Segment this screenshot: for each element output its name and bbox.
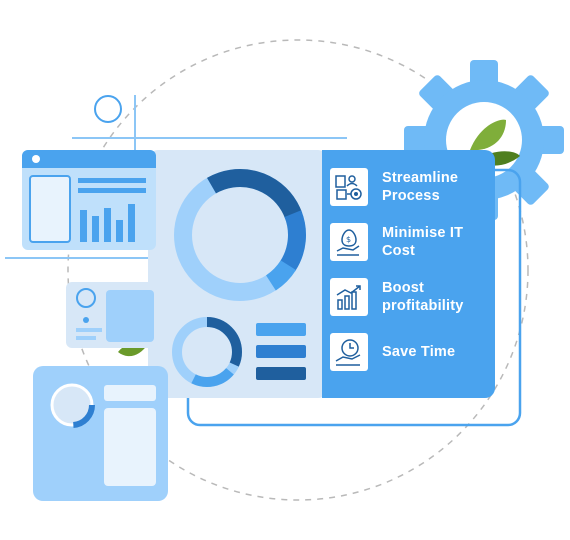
- clock-hand-icon: [330, 333, 368, 371]
- donut-chart-small: [172, 317, 242, 387]
- profile-card: [66, 282, 158, 348]
- browser-card: [22, 150, 156, 250]
- decor-ring: [94, 95, 122, 123]
- feature-item-streamline: Streamline Process: [330, 168, 490, 206]
- svg-text:$: $: [346, 235, 351, 244]
- money-hand-icon: $: [330, 223, 368, 261]
- growth-chart-icon: [330, 278, 368, 316]
- feature-label: Boost profitability: [382, 280, 464, 314]
- legend-bar: [256, 323, 306, 336]
- feature-item-profit: Boost profitability: [330, 278, 490, 316]
- feature-label: Minimise IT Cost: [382, 225, 464, 259]
- dashed-orbit: [67, 39, 529, 501]
- donut-chart-large: [174, 169, 306, 301]
- feature-item-cost: $ Minimise IT Cost: [330, 223, 490, 261]
- feature-label: Streamline Process: [382, 170, 459, 204]
- workflow-icon: [330, 168, 368, 206]
- legend-bar: [256, 367, 306, 380]
- report-card: [33, 366, 168, 501]
- feature-label: Save Time: [382, 344, 456, 360]
- feature-item-time: Save Time: [330, 333, 490, 371]
- legend-bar: [256, 345, 306, 358]
